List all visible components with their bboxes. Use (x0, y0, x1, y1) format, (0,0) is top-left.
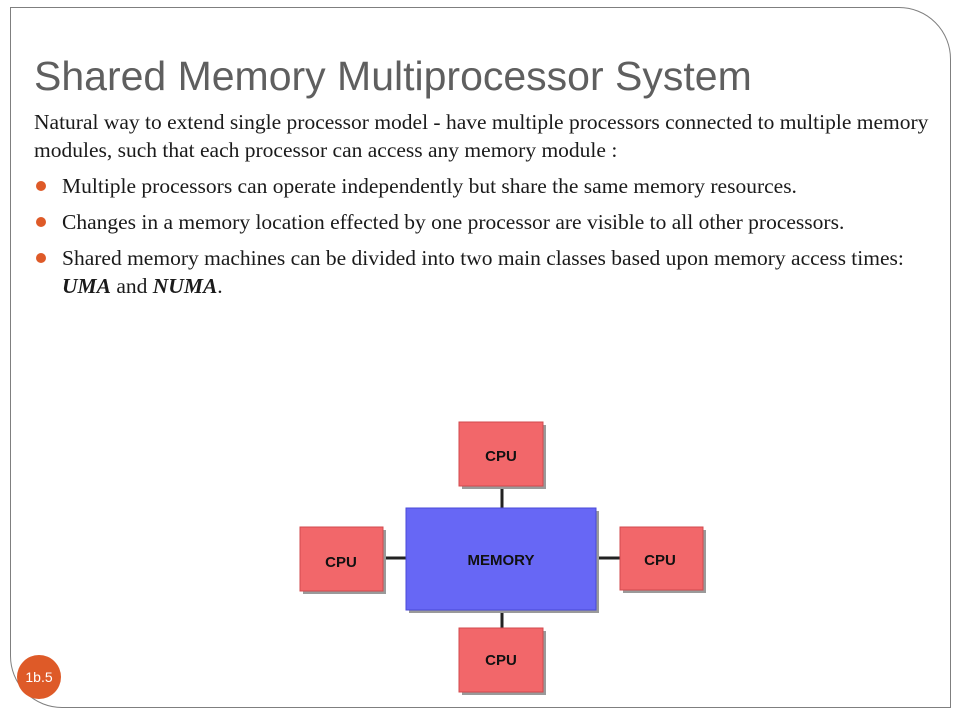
slide-title: Shared Memory Multiprocessor System (34, 53, 752, 99)
cpu-left (299, 526, 384, 592)
bullet-text-middle: and (110, 274, 153, 298)
bullet-dot-icon (36, 217, 46, 227)
cpu-left-label: CPU (325, 554, 357, 571)
cpu-top (458, 421, 544, 487)
cpu-top-label: CPU (485, 448, 517, 465)
bullet-text: Changes in a memory location effected by… (62, 210, 845, 234)
cpu-right-label: CPU (644, 552, 676, 569)
bullet-item: Multiple processors can operate independ… (34, 172, 934, 200)
bullet-item: Changes in a memory location effected by… (34, 208, 934, 236)
memory-block (405, 507, 597, 611)
bullet-text-prefix: Shared memory machines can be divided in… (62, 246, 904, 270)
uma-term: UMA (62, 274, 111, 298)
bullet-dot-icon (36, 181, 46, 191)
memory-label: MEMORY (468, 552, 535, 569)
cpu-bottom-label: CPU (485, 652, 517, 669)
bullet-text-suffix: . (217, 274, 223, 298)
cpu-bottom (458, 627, 544, 693)
cpu-right (619, 526, 704, 591)
numa-term: NUMA (152, 274, 218, 298)
bullet-dot-icon (36, 253, 46, 263)
intro-paragraph: Natural way to extend single processor m… (34, 110, 929, 162)
diagram-svg: MEMORY CPU CPU CPU CPU (299, 421, 706, 695)
bullet-list: Multiple processors can operate independ… (34, 172, 934, 300)
shared-memory-diagram: MEMORY CPU CPU CPU CPU (290, 412, 710, 704)
bullet-item: Shared memory machines can be divided in… (34, 244, 934, 300)
bullet-text: Multiple processors can operate independ… (62, 174, 797, 198)
slide-body: Natural way to extend single processor m… (34, 108, 934, 308)
slide-number-badge: 1b.5 (17, 655, 61, 699)
